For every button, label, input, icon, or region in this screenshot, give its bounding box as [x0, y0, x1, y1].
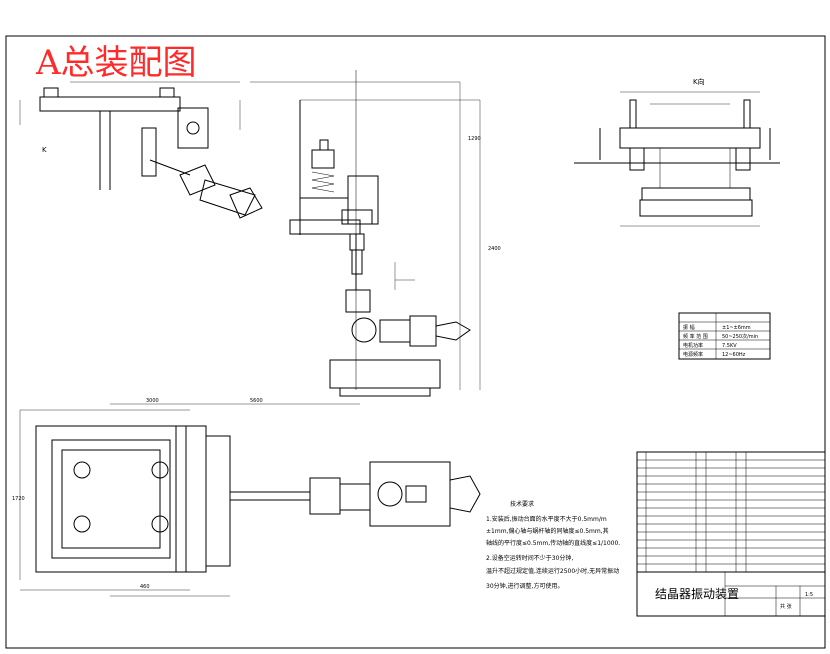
dim-2400: 2400: [488, 246, 501, 252]
spec-row-2-label: 频 率 范 围: [683, 333, 708, 340]
spec-table: 振 幅 ±1~±6mm 频 率 范 围 50~250次/min 电机功率 7.5…: [678, 312, 771, 360]
center-vertical-assembly: 1290 2400: [250, 70, 501, 397]
spec-row-1-value: ±1~±6mm: [722, 325, 751, 331]
spec-row-1-label: 振 幅: [683, 324, 695, 331]
drawing-sheet: 共 张: [780, 603, 792, 610]
dim-5600: 5600: [250, 398, 263, 404]
spec-row-4-value: 12~60Hz: [722, 352, 746, 358]
notes-line-6: 30分钟,进行调整,方可使用。: [486, 582, 563, 590]
dim-3000: 3000: [146, 398, 159, 404]
spec-row-4-label: 电源频率: [683, 351, 703, 358]
dim-1290: 1290: [468, 136, 481, 142]
k-view: K向: [574, 77, 780, 227]
parts-list: [636, 451, 826, 573]
technical-notes: 技术要求 1.安装后,振动台面的水平度不大于0.5mm/m ±1mm,偏心轴与蜗…: [486, 500, 620, 590]
top-left-view: K: [19, 81, 263, 219]
spec-row-3-label: 电机功率: [683, 342, 703, 349]
k-arrow-label: K: [42, 146, 47, 154]
notes-line-4: 2.设备空运转时间不少于30分钟,: [486, 554, 573, 562]
drawing-name: 结晶器振动装置: [655, 587, 739, 601]
notes-line-1: 1.安装后,振动台面的水平度不大于0.5mm/m: [486, 515, 607, 523]
title-block: 结晶器振动装置 1:5 共 张: [636, 571, 826, 617]
spec-row-3-value: 7.5KV: [722, 343, 737, 349]
dim-460: 460: [140, 584, 150, 590]
notes-heading: 技术要求: [510, 500, 534, 508]
spec-row-2-value: 50~250次/min: [722, 333, 758, 340]
notes-line-5: 温升不超过规定值,连续运行2500小时,无异常振动: [486, 567, 619, 575]
drawing-border: [5, 35, 826, 649]
notes-line-2: ±1mm,偏心轴与蜗杆轴的同轴度≤0.5mm,其: [486, 527, 609, 535]
dim-1720: 1720: [12, 496, 25, 502]
plan-view: 3000 5600 1720 460: [12, 398, 481, 597]
drawing-scale: 1:5: [805, 592, 813, 598]
notes-line-3: 轴线的平行度≤0.5mm,传动轴的直线度≤1/1000.: [486, 539, 620, 547]
drawing-title: A总装配图: [35, 43, 197, 83]
k-view-label: K向: [693, 77, 705, 86]
